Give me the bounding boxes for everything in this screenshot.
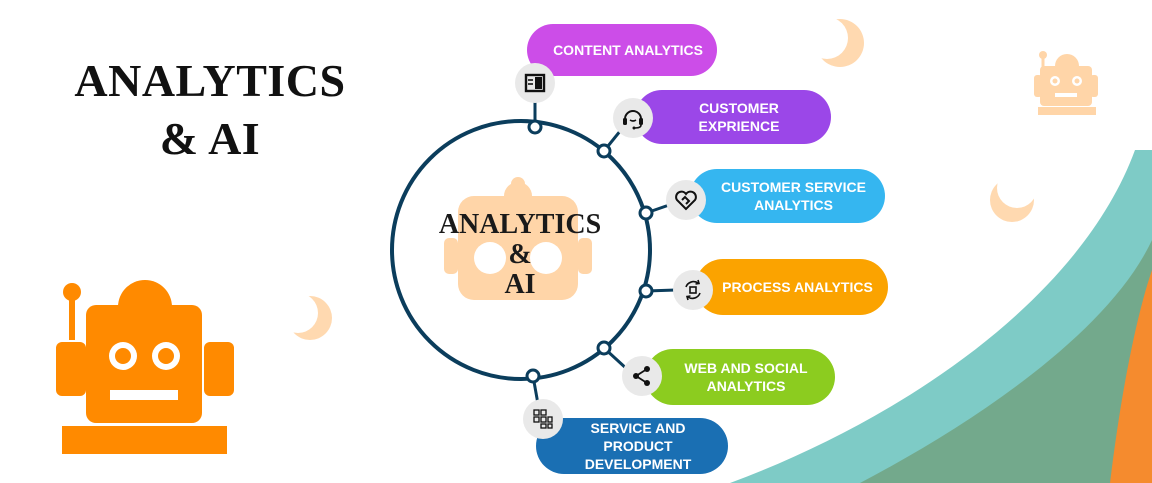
center-robot-icon [444, 177, 592, 300]
share-icon [622, 356, 662, 396]
item-label-line2: ANALYTICS [754, 197, 833, 213]
hub-label-line1: ANALYTICS [438, 209, 602, 240]
moon-icon-left [278, 293, 332, 340]
hub-label: ANALYTICS & AI [430, 210, 610, 300]
hub-ring [390, 119, 652, 381]
ring-node [525, 368, 541, 384]
item-web-social-analytics: WEB AND SOCIAL ANALYTICS [645, 349, 835, 405]
ring-node [638, 283, 654, 299]
ring-nodes-layer [525, 119, 654, 384]
book-icon [515, 63, 555, 103]
orange-wave [1110, 270, 1152, 483]
page-title-line1: ANALYTICS [74, 55, 346, 106]
item-label-line2: DEVELOPMENT [584, 456, 692, 472]
item-process-analytics: PROCESS ANALYTICS [695, 259, 888, 315]
moon-icon-right [990, 168, 1037, 222]
item-label-line1: CUSTOMER SERVICE [721, 179, 866, 195]
process-cycle-icon [673, 270, 713, 310]
item-label-line1: SERVICE AND PRODUCT [590, 420, 686, 454]
ring-node [527, 119, 543, 135]
ring-node [596, 143, 612, 159]
item-label: PROCESS ANALYTICS [722, 279, 873, 295]
page-title-line2: & AI [159, 113, 261, 164]
moon-icon-top [806, 17, 864, 67]
item-customer-service-analytics: CUSTOMER SERVICE ANALYTICS [690, 169, 885, 223]
ring-node [638, 205, 654, 221]
hub-label-line3: AI [504, 269, 536, 300]
item-content-analytics: CONTENT ANALYTICS [527, 24, 717, 76]
item-service-product-development: SERVICE AND PRODUCT DEVELOPMENT [536, 418, 728, 474]
page-title: ANALYTICS & AI [40, 52, 380, 168]
hub-label-line2: & [508, 239, 532, 270]
green-wave [860, 240, 1152, 483]
item-label-line2: ANALYTICS [706, 378, 786, 394]
item-label: CONTENT ANALYTICS [553, 42, 703, 58]
robot-icon [56, 280, 234, 454]
headset-icon [613, 98, 653, 138]
item-label: CUSTOMER EXPRIENCE [698, 100, 780, 134]
item-customer-experience: CUSTOMER EXPRIENCE [635, 90, 831, 144]
grid-icon [523, 399, 563, 439]
item-label-line1: WEB AND SOCIAL [684, 360, 808, 376]
small-robot-icon [1034, 51, 1098, 115]
heart-handshake-icon [666, 180, 706, 220]
ring-node [596, 340, 612, 356]
